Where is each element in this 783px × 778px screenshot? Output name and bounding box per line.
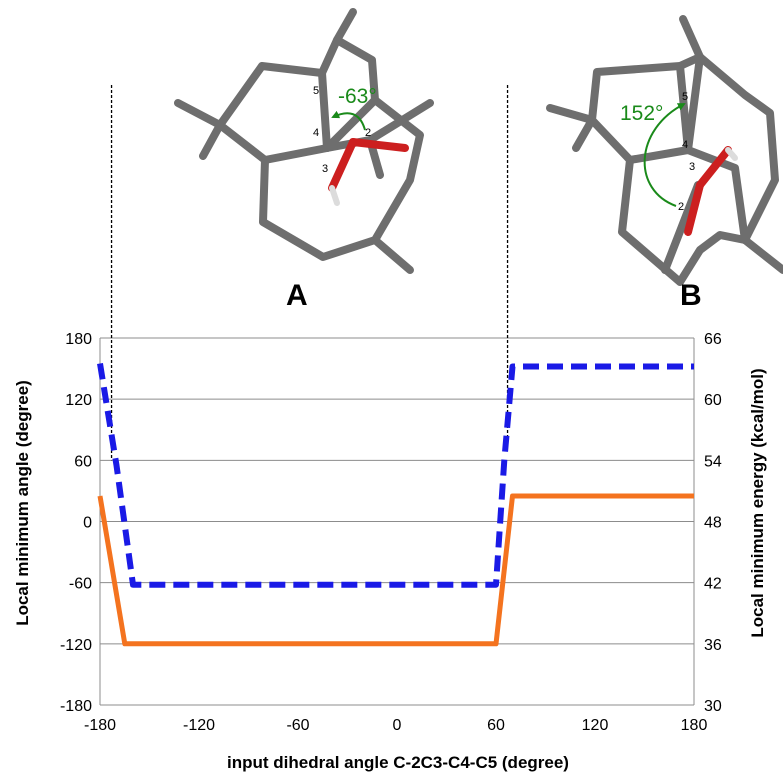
y-left-tick-label: -120 (60, 637, 92, 654)
y-right-tick-labels: 66 60 54 48 42 36 30 (704, 331, 722, 715)
atom-label: 4 (682, 139, 688, 151)
panel-label-b: B (680, 279, 702, 312)
x-tick-label: -60 (286, 717, 309, 734)
molecule-b-hydroxyl (684, 146, 738, 236)
atom-label: 5 (313, 85, 319, 97)
molecule-b-angle-label: 152° (620, 102, 663, 125)
atom-label: 3 (322, 163, 328, 175)
molecule-a-atom-labels: 5 4 2 3 (313, 85, 371, 175)
atom-label: 4 (313, 127, 319, 139)
molecule-b-atom-labels: 5 4 3 2 (678, 91, 695, 213)
atom-label: 2 (678, 201, 684, 213)
y-right-tick-label: 36 (704, 637, 722, 654)
x-axis-title: input dihedral angle C-2C3-C4-C5 (degree… (227, 753, 569, 772)
y-left-axis-title: Local minimum angle (degree) (13, 380, 32, 626)
atom-label: 2 (365, 127, 371, 139)
molecule-b-structure (546, 15, 783, 286)
series-lines (97, 363, 694, 647)
molecule-a-structure (174, 8, 434, 274)
y-left-tick-label: 0 (83, 515, 92, 532)
panel-label-a: A (286, 279, 308, 312)
x-tick-label: 180 (681, 717, 708, 734)
series-energy-line (97, 493, 694, 647)
molecule-a-angle-label: -63° (338, 85, 377, 108)
x-tick-label: 60 (487, 717, 505, 734)
reference-lines (110, 85, 509, 461)
grid-lines (99, 337, 695, 706)
y-left-tick-label: 180 (65, 331, 92, 348)
y-right-tick-label: 54 (704, 453, 722, 470)
molecule-a-hydroxyl (328, 138, 409, 206)
x-tick-label: 120 (582, 717, 609, 734)
y-left-tick-labels: 180 120 60 0 -60 -120 -180 (60, 331, 92, 715)
y-left-tick-label: -60 (69, 576, 92, 593)
y-right-tick-label: 30 (704, 698, 722, 715)
y-right-axis-title: Local minimum energy (kcal/mol) (748, 368, 767, 637)
y-right-tick-label: 48 (704, 515, 722, 532)
atom-label: 3 (689, 161, 695, 173)
molecule-b-angle-arrow (643, 103, 686, 207)
atom-label: 5 (682, 91, 688, 103)
y-left-tick-label: 60 (74, 453, 92, 470)
series-angle-line (97, 363, 694, 588)
molecule-a-angle-arrow (331, 110, 366, 131)
y-right-tick-label: 60 (704, 392, 722, 409)
x-tick-label: -120 (183, 717, 215, 734)
y-left-tick-label: 120 (65, 392, 92, 409)
y-right-tick-label: 66 (704, 331, 722, 348)
y-left-tick-label: -180 (60, 698, 92, 715)
x-tick-label: 0 (393, 717, 402, 734)
y-right-tick-label: 42 (704, 576, 722, 593)
x-tick-labels: -180 -120 -60 0 60 120 180 (84, 717, 707, 734)
x-tick-label: -180 (84, 717, 116, 734)
